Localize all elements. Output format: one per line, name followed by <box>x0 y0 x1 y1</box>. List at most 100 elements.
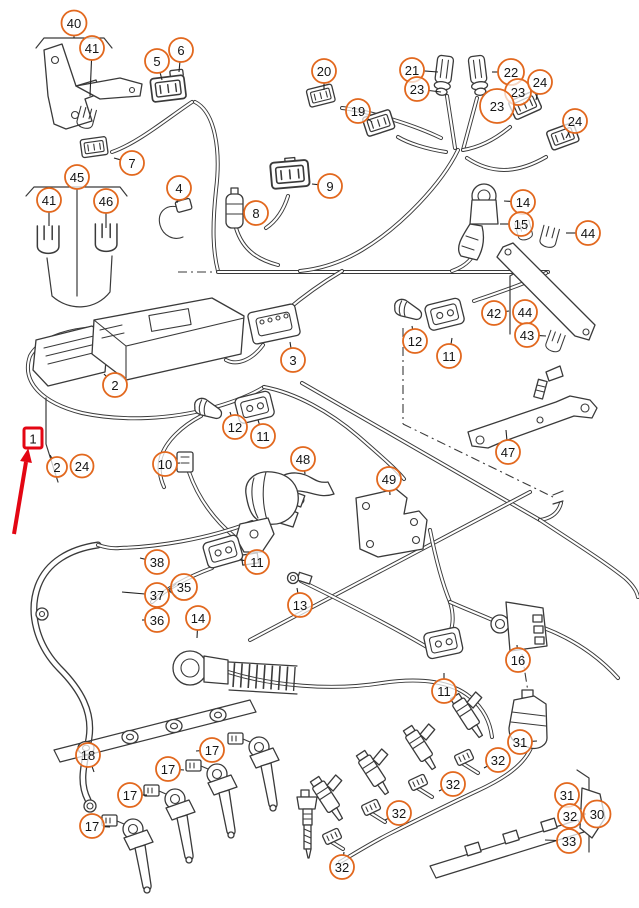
callout-24[interactable]: 24 <box>69 453 95 479</box>
callout-48[interactable]: 48 <box>290 446 316 475</box>
callout-3[interactable]: 3 <box>280 341 306 373</box>
callout-2[interactable]: 2 <box>102 372 128 398</box>
highlighted-callout-1-label[interactable]: 1 <box>29 432 36 447</box>
callout-2[interactable]: 2 <box>46 454 68 478</box>
callout-20[interactable]: 20 <box>311 58 337 90</box>
svg-text:38: 38 <box>150 555 164 570</box>
callout-24[interactable]: 24 <box>527 69 553 101</box>
callout-7[interactable]: 7 <box>113 150 145 176</box>
svg-text:17: 17 <box>85 819 99 834</box>
callout-32[interactable]: 32 <box>329 851 355 880</box>
callout-16[interactable]: 16 <box>505 644 531 673</box>
svg-text:3: 3 <box>289 353 296 368</box>
callout-32[interactable]: 32 <box>483 747 511 773</box>
callout-8[interactable]: 8 <box>243 200 269 226</box>
svg-text:11: 11 <box>442 349 456 364</box>
callout-11[interactable]: 11 <box>250 419 276 449</box>
callout-11[interactable]: 11 <box>436 337 462 369</box>
callout-21[interactable]: 21 <box>399 57 439 83</box>
callout-32[interactable]: 32 <box>384 800 412 826</box>
callout-38[interactable]: 38 <box>139 549 170 575</box>
svg-text:2: 2 <box>53 460 60 475</box>
callout-10[interactable]: 10 <box>152 451 181 477</box>
callout-17[interactable]: 17 <box>117 782 147 808</box>
svg-text:32: 32 <box>392 806 406 821</box>
svg-text:14: 14 <box>191 611 205 626</box>
callout-43[interactable]: 43 <box>514 322 547 348</box>
callout-24[interactable]: 24 <box>562 108 588 139</box>
callout-40[interactable]: 40 <box>60 9 88 39</box>
svg-text:12: 12 <box>228 420 242 435</box>
callout-12[interactable]: 12 <box>402 325 428 354</box>
callout-4[interactable]: 4 <box>166 175 192 204</box>
callout-32[interactable]: 32 <box>438 771 466 797</box>
callout-44[interactable]: 44 <box>512 299 538 325</box>
callout-44[interactable]: 44 <box>566 220 601 246</box>
callout-17[interactable]: 17 <box>195 737 225 763</box>
part-terminal-boot-38-37-36 <box>235 471 299 566</box>
svg-text:30: 30 <box>590 807 604 822</box>
part-connector-7 <box>79 135 109 159</box>
callout-46[interactable]: 46 <box>93 188 119 228</box>
selection-arrow <box>12 461 28 535</box>
callout-17[interactable]: 17 <box>79 813 111 839</box>
callout-14[interactable]: 14 <box>185 605 211 639</box>
callout-19[interactable]: 19 <box>345 98 373 124</box>
callout-23[interactable]: 23 <box>479 88 515 124</box>
callout-47[interactable]: 47 <box>495 429 521 465</box>
svg-text:17: 17 <box>205 743 219 758</box>
callout-41[interactable]: 41 <box>79 35 105 97</box>
callout-13[interactable]: 13 <box>287 587 313 618</box>
svg-text:17: 17 <box>161 762 175 777</box>
part-connector-16 <box>490 601 548 652</box>
svg-text:23: 23 <box>490 99 504 114</box>
callout-15[interactable]: 15 <box>500 211 534 237</box>
highlighted-callout-1-box[interactable] <box>22 426 44 450</box>
callout-22[interactable]: 22 <box>492 58 525 86</box>
callout-31[interactable]: 31 <box>507 729 538 755</box>
svg-text:21: 21 <box>405 63 419 78</box>
svg-text:24: 24 <box>75 459 89 474</box>
callout-36[interactable]: 36 <box>142 607 170 633</box>
svg-text:42: 42 <box>487 306 501 321</box>
callout-12[interactable]: 12 <box>222 411 248 440</box>
part-round-connector-14 <box>172 650 298 695</box>
callout-49[interactable]: 49 <box>376 466 402 496</box>
callout-35[interactable]: 35 <box>170 573 198 601</box>
callout-31[interactable]: 31 <box>554 782 580 808</box>
part-cable-rings <box>35 607 97 813</box>
callout-42[interactable]: 42 <box>481 300 510 326</box>
callout-11[interactable]: 11 <box>431 673 457 704</box>
part-connector-11-bottom <box>422 625 465 661</box>
callout-14[interactable]: 14 <box>503 189 536 215</box>
part-connector-3 <box>247 303 301 345</box>
svg-text:2: 2 <box>111 378 118 393</box>
part-ring-terminal-13 <box>286 571 313 585</box>
svg-text:18: 18 <box>81 748 95 763</box>
callout-33[interactable]: 33 <box>544 828 582 854</box>
part-spark-plug <box>296 789 318 859</box>
callout-30[interactable]: 30 <box>582 799 612 829</box>
callout-37[interactable]: 37 <box>121 582 170 608</box>
callout-32[interactable]: 32 <box>557 803 583 829</box>
svg-text:32: 32 <box>491 753 505 768</box>
callout-5[interactable]: 5 <box>144 48 170 81</box>
svg-text:9: 9 <box>326 179 333 194</box>
callout-23[interactable]: 23 <box>404 76 442 102</box>
callout-41[interactable]: 41 <box>36 187 62 226</box>
callout-45[interactable]: 45 <box>64 164 90 190</box>
svg-text:35: 35 <box>177 580 191 595</box>
callout-9[interactable]: 9 <box>311 173 343 199</box>
svg-text:49: 49 <box>382 472 396 487</box>
callout-18[interactable]: 18 <box>75 742 101 773</box>
svg-text:31: 31 <box>513 735 527 750</box>
svg-text:17: 17 <box>123 788 137 803</box>
callout-6[interactable]: 6 <box>168 37 194 73</box>
callout-11[interactable]: 11 <box>239 549 270 575</box>
callout-17[interactable]: 17 <box>155 756 185 782</box>
part-fork-clips-45-41-46 <box>36 223 118 308</box>
svg-text:13: 13 <box>293 598 307 613</box>
svg-text:16: 16 <box>511 653 525 668</box>
